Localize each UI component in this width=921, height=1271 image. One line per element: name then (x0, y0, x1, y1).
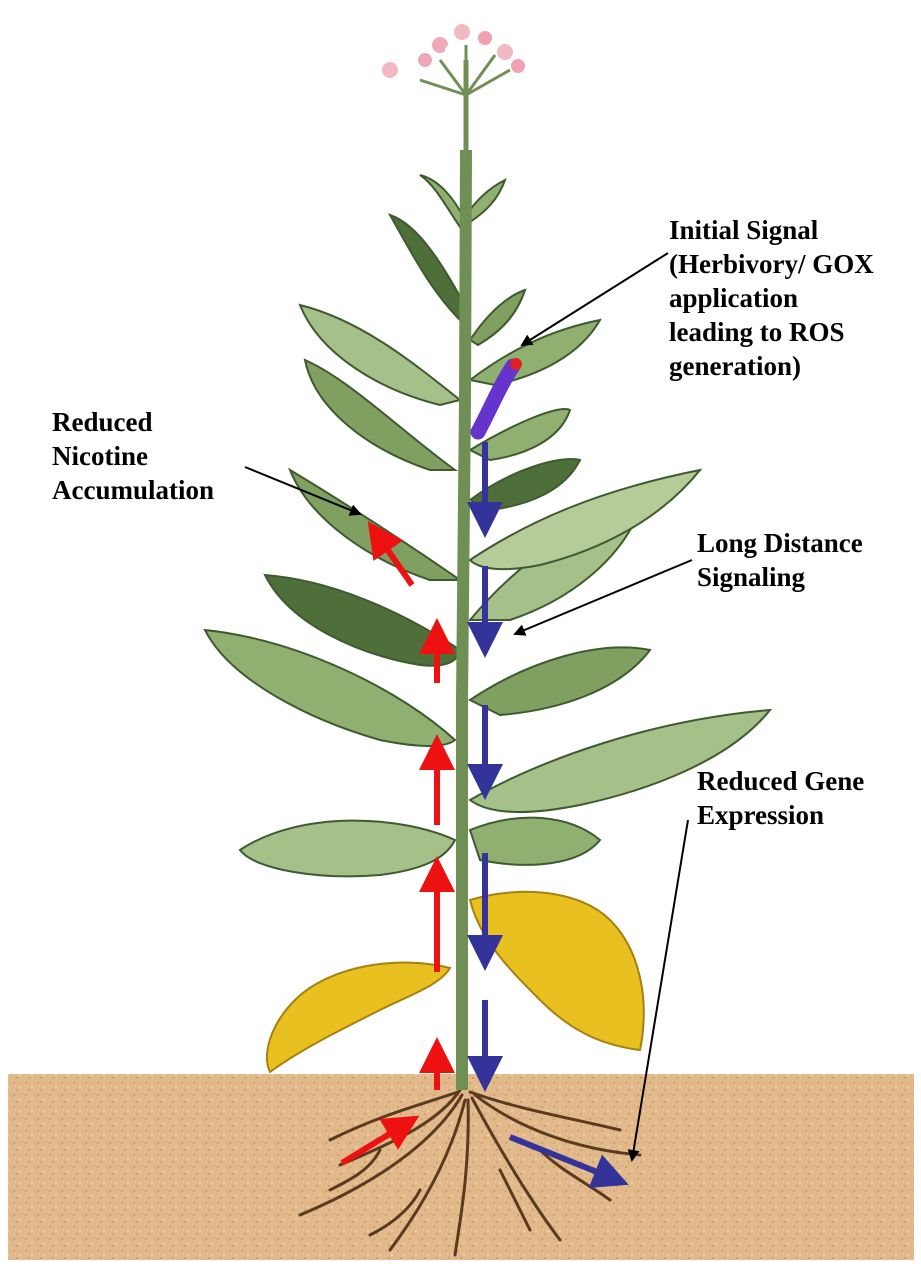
initial-signal-line-5: generation) (669, 349, 874, 383)
pointer-initial-signal (522, 253, 668, 345)
long-distance-line-2: Signaling (697, 560, 863, 594)
reduced-gene-line-1: Reduced Gene (697, 764, 864, 798)
initial-signal-line-1: Initial Signal (669, 213, 874, 247)
reduced-nicotine-line-1: Reduced (52, 405, 214, 439)
long-distance-line-1: Long Distance (697, 526, 863, 560)
pointer-reduced-nicotine (245, 467, 360, 514)
initial-signal-label: Initial Signal (Herbivory/ GOX applicati… (669, 213, 874, 383)
initial-signal-line-2: (Herbivory/ GOX (669, 247, 874, 281)
reduced-gene-line-2: Expression (697, 798, 864, 832)
stem (462, 150, 466, 1090)
yellow-leaf-left (267, 963, 450, 1072)
reduced-nicotine-line-3: Accumulation (52, 473, 214, 507)
initial-signal-line-3: application (669, 281, 874, 315)
initial-signal-line-4: leading to ROS (669, 315, 874, 349)
soil (8, 1074, 914, 1260)
flowers (382, 24, 525, 95)
yellow-leaf-right (470, 892, 644, 1050)
reduced-gene-label: Reduced Gene Expression (697, 764, 864, 832)
reduced-nicotine-label: Reduced Nicotine Accumulation (52, 405, 214, 507)
reduced-nicotine-line-2: Nicotine (52, 439, 214, 473)
long-distance-label: Long Distance Signaling (697, 526, 863, 594)
